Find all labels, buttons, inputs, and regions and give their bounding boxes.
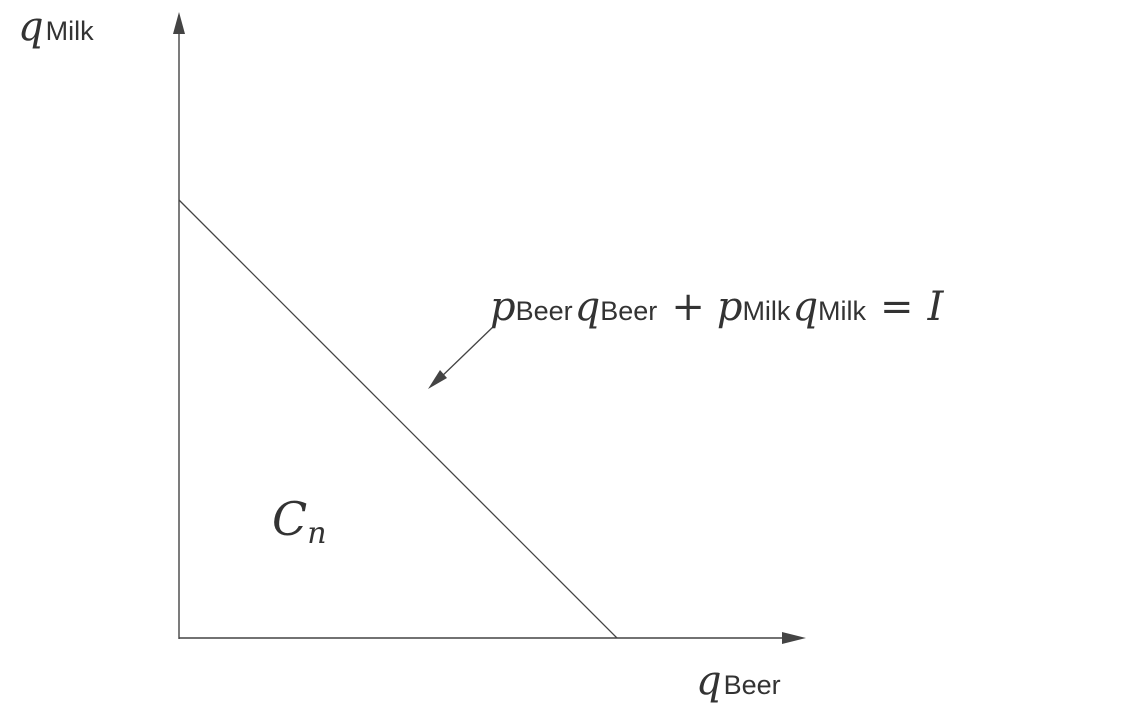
eq-p-beer-sub: Beer	[516, 296, 573, 326]
equation-pointer-arrow	[437, 324, 496, 381]
eq-q-beer: q	[575, 284, 601, 330]
x-axis-arrowhead	[782, 632, 806, 644]
equation-pointer-arrowhead	[428, 370, 447, 389]
y-axis-arrowhead	[173, 12, 185, 34]
x-axis-symbol: q	[696, 658, 722, 704]
eq-plus: +	[671, 284, 705, 330]
eq-q-milk-sub: Milk	[818, 296, 866, 326]
eq-q-milk: q	[792, 284, 818, 330]
eq-p-milk-sub: Milk	[742, 296, 790, 326]
region-label: Cn	[272, 492, 327, 551]
y-axis-label: qMilk	[18, 4, 94, 50]
y-axis-subscript: Milk	[46, 16, 94, 46]
y-axis-symbol: q	[18, 4, 44, 50]
budget-equation: pBeerqBeer+pMilkqMilk=I	[490, 284, 945, 330]
region-subscript: n	[307, 516, 326, 551]
budget-line	[178, 199, 618, 639]
eq-p-milk: p	[717, 284, 743, 330]
eq-income: I	[927, 284, 945, 330]
x-axis-subscript: Beer	[724, 670, 781, 700]
eq-q-beer-sub: Beer	[600, 296, 657, 326]
eq-p-beer: p	[490, 284, 516, 330]
region-symbol: C	[272, 492, 307, 546]
x-axis-label: qBeer	[696, 658, 781, 704]
eq-equals: =	[880, 284, 914, 330]
